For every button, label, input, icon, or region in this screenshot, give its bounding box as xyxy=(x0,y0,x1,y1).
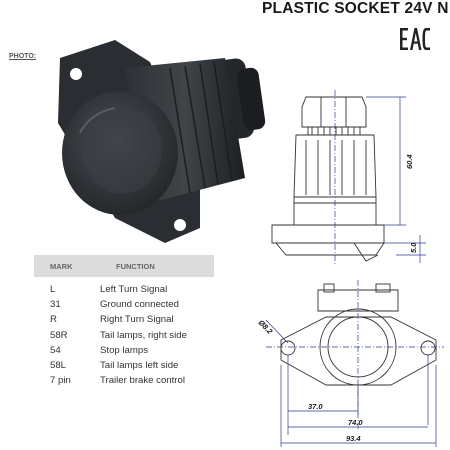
table-row: R Right Turn Signal xyxy=(34,312,214,327)
row-mark: 54 xyxy=(50,344,61,356)
technical-drawing: 60.4 5.0 Ø8.2 37.0 74.0 93.4 xyxy=(257,90,444,447)
row-mark: R xyxy=(50,314,57,326)
function-column-header: FUNCTION xyxy=(116,262,155,271)
page-title: PLASTIC SOCKET 24V N xyxy=(262,0,449,17)
row-mark: 7 pin xyxy=(50,375,71,387)
row-function: Stop lamps xyxy=(100,344,148,356)
dim-hole-spacing: 74.0 xyxy=(348,418,363,427)
row-function: Tail lamps left side xyxy=(100,359,179,371)
eac-cert-mark xyxy=(400,28,430,50)
row-mark: 58L xyxy=(50,359,67,371)
table-header: MARK FUNCTION xyxy=(34,255,214,277)
table-row: 7 pin Trailer brake control xyxy=(34,373,214,388)
mark-column-header: MARK xyxy=(50,262,73,271)
pin-function-table: MARK FUNCTION L Left Turn Signal 31 Ground… xyxy=(34,255,214,388)
row-function: Ground connected xyxy=(100,299,179,311)
row-mark: 31 xyxy=(50,299,61,311)
dim-height: 60.4 xyxy=(405,154,414,169)
table-row: 54 Stop lamps xyxy=(34,343,214,358)
dim-half-width: 37.0 xyxy=(308,402,323,411)
table-row: 58R Tail lamps, right side xyxy=(34,328,214,343)
dim-total-width: 93.4 xyxy=(346,434,361,443)
socket-photo xyxy=(58,40,266,243)
row-function: Right Turn Signal xyxy=(100,314,174,326)
table-row: 31 Ground connected xyxy=(34,297,214,312)
dim-hole: Ø8.2 xyxy=(257,318,275,336)
table-row: 58L Tail lamps left side xyxy=(34,358,214,373)
row-mark: 58R xyxy=(50,329,68,341)
dim-base: 5.0 xyxy=(409,242,418,253)
row-function: Trailer brake control xyxy=(100,375,185,387)
row-function: Tail lamps, right side xyxy=(100,329,187,341)
table-row: L Left Turn Signal xyxy=(34,282,214,297)
row-mark: L xyxy=(50,284,56,295)
photo-label: PHOTO: xyxy=(9,53,37,60)
row-function: Left Turn Signal xyxy=(100,284,168,295)
